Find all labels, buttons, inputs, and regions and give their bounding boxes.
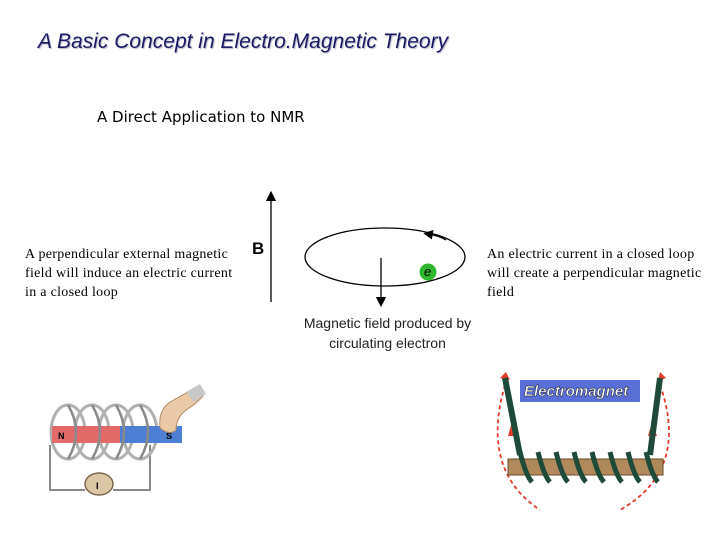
slide-subtitle: A Direct Application to NMR [97, 108, 305, 126]
electromagnet-label: Electromagnet [524, 383, 629, 400]
hand-icon [159, 389, 204, 434]
slide-title: A Basic Concept in Electro.Magnetic Theo… [38, 30, 449, 53]
b-field-label: B [252, 239, 264, 258]
electromagnet-label-bg [520, 380, 640, 402]
electron-dot [419, 263, 437, 281]
meter-wire [49, 445, 151, 491]
current-field-description: An electric current in a closed loop wil… [487, 247, 702, 300]
orbit-direction-arrow [423, 230, 447, 241]
magnet-north [52, 426, 120, 443]
field-line-right [619, 384, 670, 511]
iron-core [507, 458, 664, 476]
electron-orbit [304, 227, 466, 287]
electron-label: e [424, 264, 431, 279]
wire-lead-left [502, 377, 523, 456]
coil-front [66, 404, 150, 460]
diagram-caption: Magnetic field produced by circulating e… [303, 315, 472, 351]
induction-description: A perpendicular external magnetic field … [25, 247, 233, 300]
ammeter [84, 472, 114, 496]
south-label: S [166, 431, 172, 441]
coil-windings [517, 451, 660, 484]
sleeve-icon [186, 384, 206, 402]
meter-label: I [96, 481, 99, 491]
wire-lead-right [647, 377, 663, 456]
north-label: N [58, 431, 65, 441]
